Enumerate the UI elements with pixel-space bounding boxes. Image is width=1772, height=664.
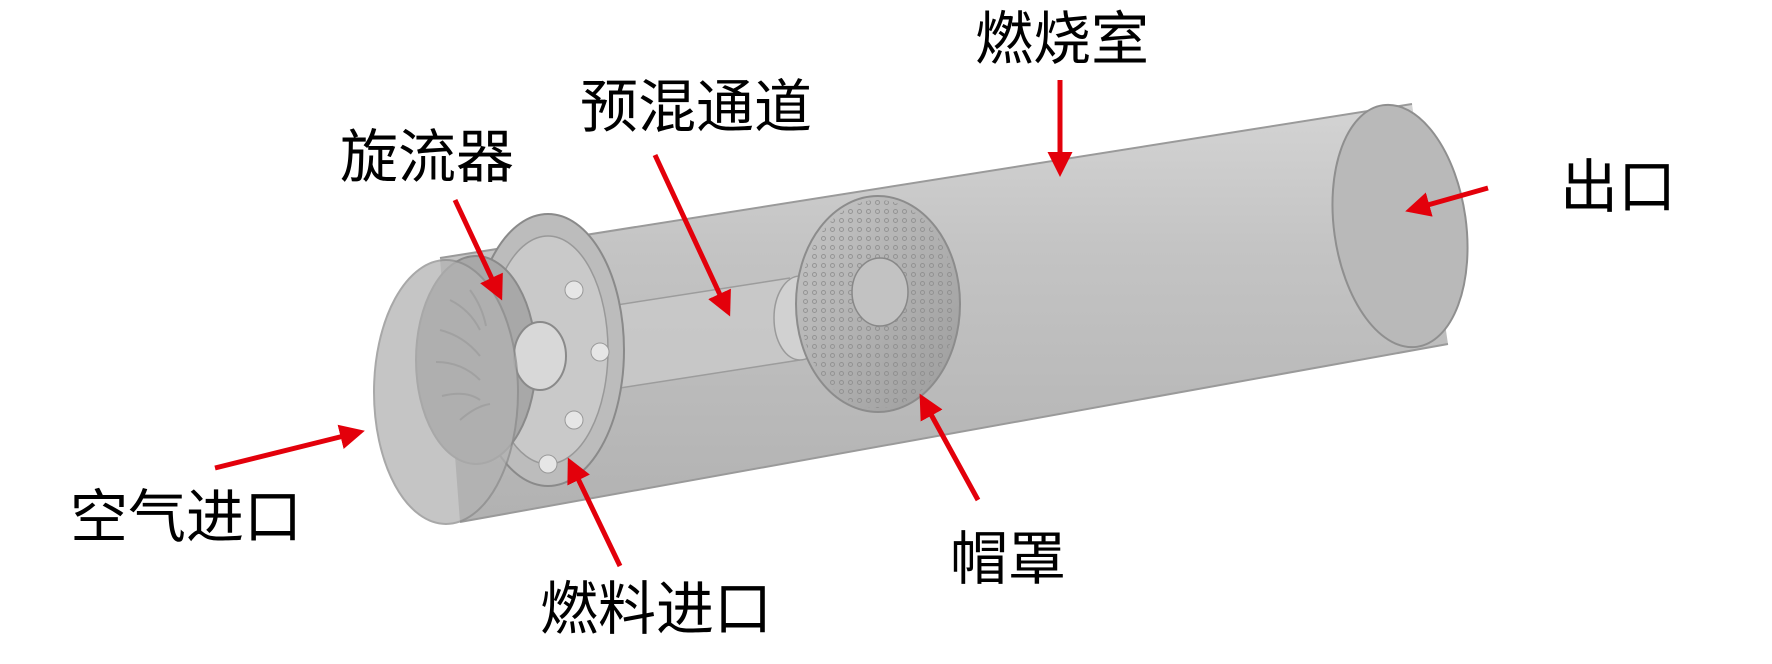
label-swirler: 旋流器 (340, 123, 515, 191)
label-combustion-chamber: 燃烧室 (975, 5, 1150, 73)
outlet-face (1331, 103, 1469, 349)
cap-shroud (795, 195, 961, 413)
label-air-inlet: 空气进口 (70, 483, 303, 551)
arrow-outlet (1405, 185, 1489, 217)
arrow-swirler (452, 198, 503, 301)
air-inlet-face (373, 259, 519, 525)
pointer-arrows (214, 80, 1489, 568)
label-outlet: 出口 (1560, 153, 1677, 221)
arrow-premix-channel (652, 153, 731, 317)
label-premix-channel: 预混通道 (580, 73, 813, 141)
label-fuel-inlet: 燃料进口 (540, 575, 773, 643)
arrow-air-inlet (214, 424, 365, 471)
arrow-cap-shroud (919, 393, 981, 502)
arrow-fuel-inlet (567, 457, 623, 568)
label-cap-shroud: 帽罩 (950, 525, 1067, 593)
